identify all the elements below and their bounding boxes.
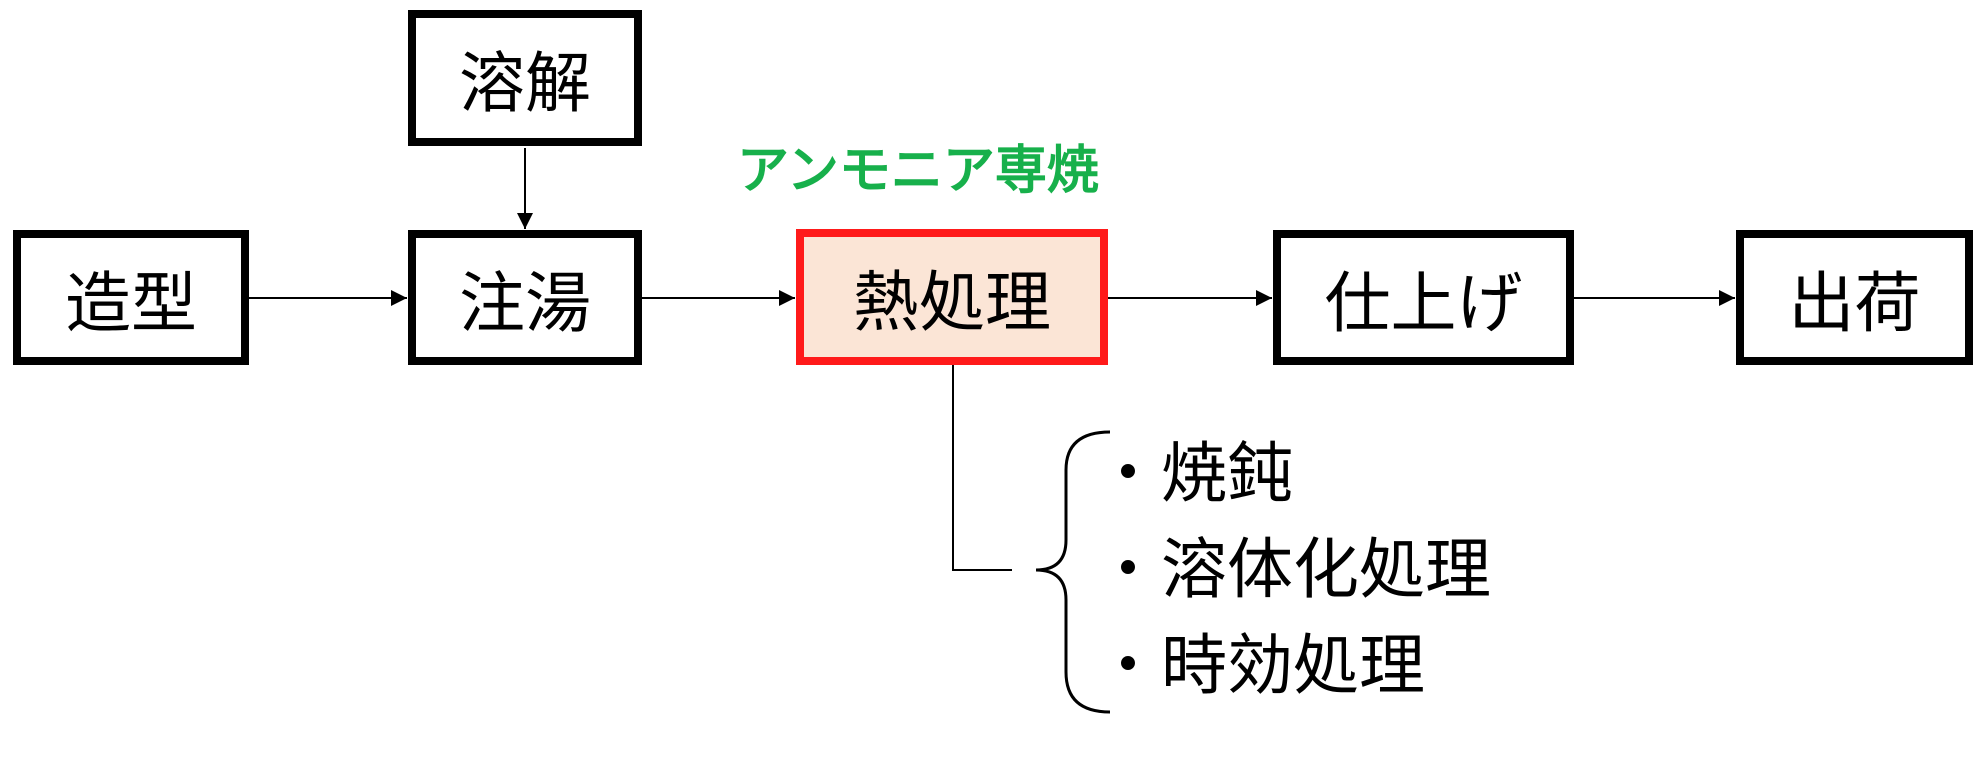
node-netsushori-label: 熱処理 xyxy=(853,264,1051,341)
sub-item-yotaika: ・溶体化処理 xyxy=(1095,531,1491,608)
node-zokei-label: 造型 xyxy=(65,264,197,342)
sub-item-shodon: ・焼鈍 xyxy=(1095,435,1293,512)
node-shukka: 出荷 xyxy=(1736,230,1973,365)
node-yokai-label: 溶解 xyxy=(459,45,591,122)
node-shiage-label: 仕上げ xyxy=(1324,264,1523,342)
sub-item-jiko: ・時効処理 xyxy=(1095,627,1425,704)
node-chuto: 注湯 xyxy=(408,230,642,365)
node-netsushori: 熱処理 xyxy=(796,229,1108,365)
curly-brace xyxy=(1035,430,1111,714)
node-zokei: 造型 xyxy=(13,230,249,365)
node-chuto-label: 注湯 xyxy=(459,264,591,342)
node-yokai: 溶解 xyxy=(408,10,642,146)
highlight-label: アンモニア専焼 xyxy=(737,141,1099,201)
connector-netsushori-to-subitems xyxy=(952,364,1012,571)
node-shukka-label: 出荷 xyxy=(1788,264,1921,342)
node-shiage: 仕上げ xyxy=(1273,230,1574,365)
